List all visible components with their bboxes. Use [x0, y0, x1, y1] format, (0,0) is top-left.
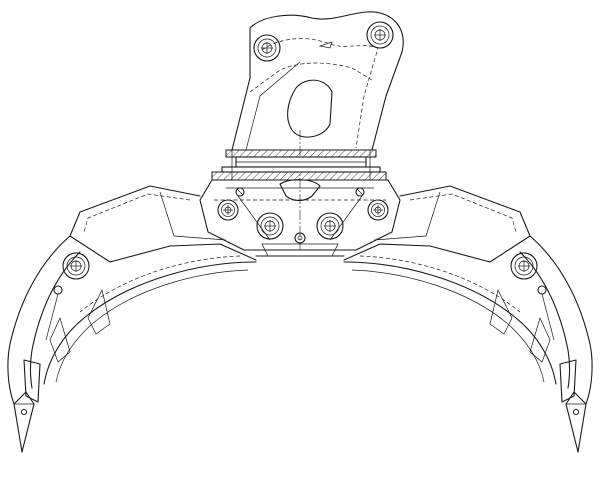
fastener-left [235, 187, 245, 197]
hinge-bolt-icon [62, 252, 90, 280]
rotator-bolt-icon [367, 199, 389, 221]
rotator-flange [211, 149, 387, 181]
right-jaw [343, 185, 593, 453]
fastener-right [355, 187, 365, 197]
rotator-bolt-icon [256, 212, 284, 240]
linkage [237, 195, 363, 241]
central-body [199, 179, 401, 257]
rotator-bolt-icon [316, 212, 344, 240]
rotator-bolt-icon [217, 199, 239, 221]
left-jaw [7, 185, 257, 453]
pivot-pin-icon [294, 232, 306, 244]
hinge-bolt-icon [253, 34, 281, 62]
hinge-bolt-icon [510, 252, 538, 280]
hinge-bolt-icon [366, 21, 394, 49]
mounting-bracket [231, 11, 404, 151]
